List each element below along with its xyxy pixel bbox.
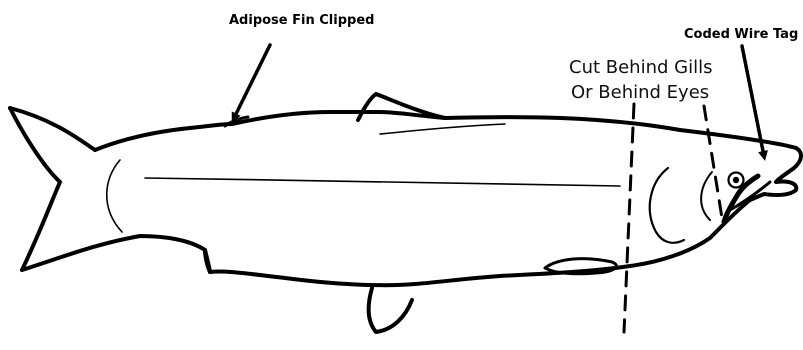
eye-icon [729, 173, 744, 188]
fins [205, 94, 616, 332]
adipose-arrow [234, 45, 270, 118]
lateral-line [145, 178, 620, 186]
label-coded-wire-tag: Coded Wire Tag [684, 27, 798, 42]
label-or-behind-eyes: Or Behind Eyes [571, 82, 709, 103]
body-details [107, 124, 712, 243]
label-adipose-fin-clipped: Adipose Fin Clipped [229, 13, 374, 28]
fish-outline [10, 108, 801, 285]
gill-plate [650, 168, 684, 243]
dorsal-fin [358, 94, 445, 120]
cut-line-behind-eyes [704, 106, 722, 218]
label-cut-behind-gills: Cut Behind Gills [569, 57, 712, 78]
cut-line-behind-gills [624, 104, 634, 332]
pelvic-fin [369, 288, 412, 332]
